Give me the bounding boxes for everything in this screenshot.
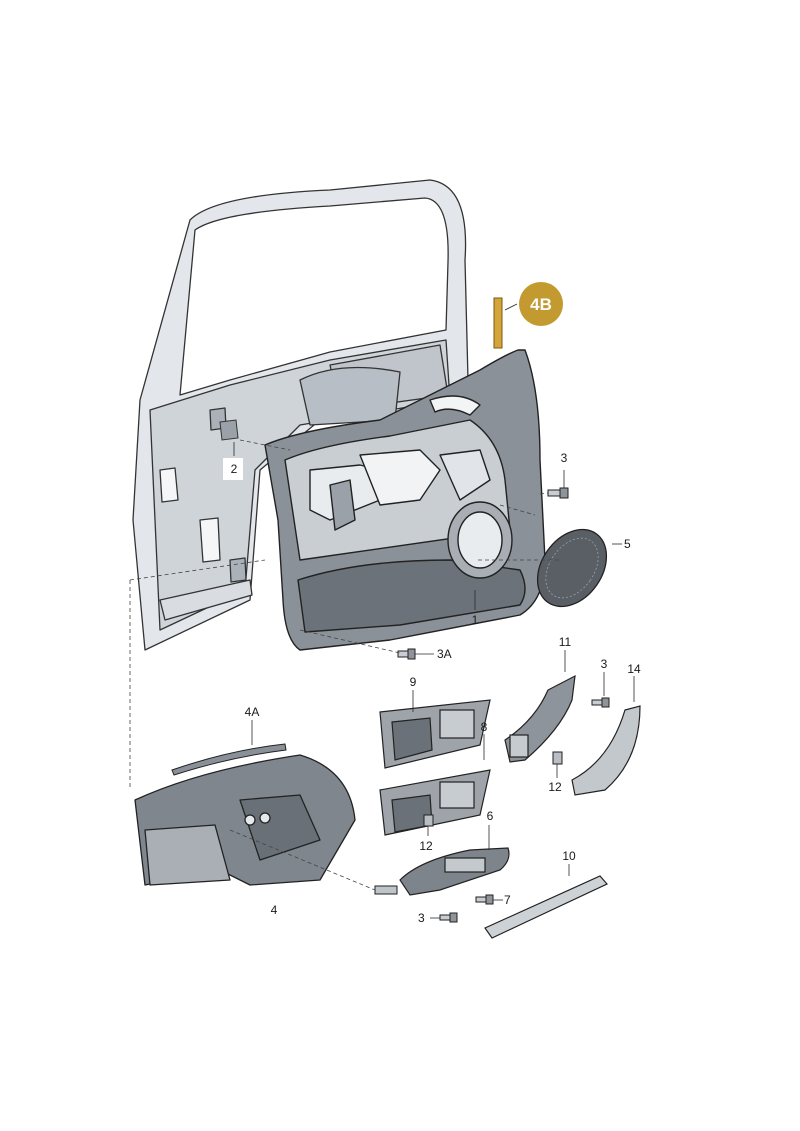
screw-7: [475, 894, 494, 905]
handle-cover-14: [571, 705, 641, 796]
speaker-grille: [536, 528, 608, 608]
door-trim-panel: [264, 349, 546, 651]
callout-7: 7: [504, 893, 511, 907]
label-2-box: [223, 458, 243, 480]
pin-connector: [374, 885, 398, 895]
callout-3-right: 3: [601, 657, 608, 671]
screw-3-upper: [547, 487, 569, 499]
callout-4: 4: [271, 903, 278, 917]
callout-4a: 4A: [245, 705, 260, 719]
door-pocket-4: [134, 754, 356, 886]
badge-4b-label: 4B: [530, 295, 552, 314]
seal-strip-4b: [493, 297, 503, 349]
callout-1: 1: [472, 613, 479, 627]
trim-strip-4a: [171, 743, 287, 776]
switch-panel-9: [379, 699, 491, 769]
callout-5: 5: [624, 537, 631, 551]
switch-panel-8: [379, 769, 491, 836]
callout-3a: 3A: [437, 647, 452, 661]
badge-4b: 4B: [519, 282, 563, 326]
callout-12-right: 12: [548, 780, 562, 794]
callout-8: 8: [481, 720, 488, 734]
callout-11: 11: [559, 635, 572, 649]
trim-strip-10: [484, 875, 608, 939]
screw-3-lower: [439, 912, 458, 923]
pull-handle-11: [504, 674, 576, 763]
clip-12-left: [423, 814, 434, 827]
callout-2: 2: [231, 462, 238, 476]
callout-3-upper: 3: [561, 451, 568, 465]
door-frame: [132, 179, 471, 651]
screw-3a: [397, 648, 416, 660]
screw-3-right: [591, 697, 610, 708]
callout-6: 6: [487, 809, 494, 823]
retainer-bracket: [219, 419, 239, 441]
callout-12-left: 12: [419, 839, 433, 853]
callout-10: 10: [562, 849, 576, 863]
callout-14: 14: [627, 662, 641, 676]
clip-12-right: [552, 751, 563, 765]
leader-lines: [233, 303, 635, 919]
handle-carrier-6: [399, 847, 510, 896]
dashed-connectors: [129, 439, 560, 891]
callout-9: 9: [410, 675, 417, 689]
callout-3-lower: 3: [418, 911, 425, 925]
